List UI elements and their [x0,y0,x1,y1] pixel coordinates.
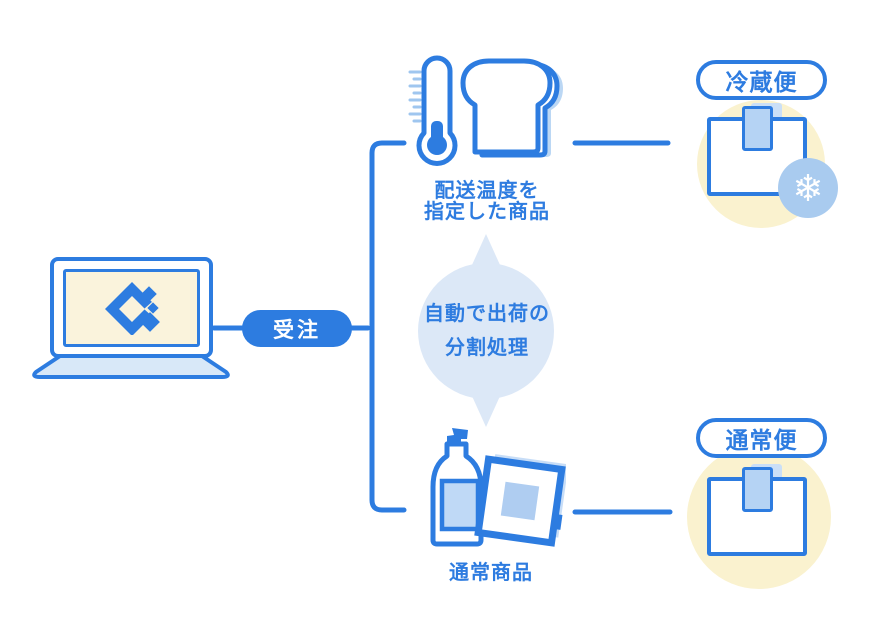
tape-icon [742,467,773,512]
split-process-line2: 分割処理 [445,337,529,359]
order-label: 受注 [273,318,321,342]
normal-delivery-badge: 通常便 [696,418,827,458]
refrigerated-delivery-badge: 冷蔵便 [696,60,827,100]
snowflake-icon: ❄ [778,158,838,218]
split-process-line1: 自動で出荷の [424,303,550,325]
laptop-icon [50,257,213,358]
normal-delivery-label: 通常便 [725,427,798,453]
app-logo-icon [104,282,160,335]
branch-bracket [369,140,407,513]
split-bubble [418,234,554,427]
temperature-product-line2: 指定した商品 [424,201,550,223]
spray-bottle-icon [430,428,484,547]
temperature-product-line1: 配送温度を [434,180,540,202]
split-process-label: 自動で出荷の 分割処理 [394,297,580,365]
normal-product-label: 通常商品 [449,562,533,584]
thermometer-icon [408,55,458,166]
bread-icon [460,58,563,158]
frame-icon [474,454,566,547]
tape-icon [742,106,773,151]
temperature-product-label: 配送温度を 指定した商品 [399,181,575,223]
normal-product-icons [430,428,566,547]
temperature-product-icons [408,55,563,166]
order-badge: 受注 [242,310,352,347]
laptop-base [32,354,230,379]
refrigerated-delivery-label: 冷蔵便 [725,69,798,95]
laptop-screen [63,269,200,347]
